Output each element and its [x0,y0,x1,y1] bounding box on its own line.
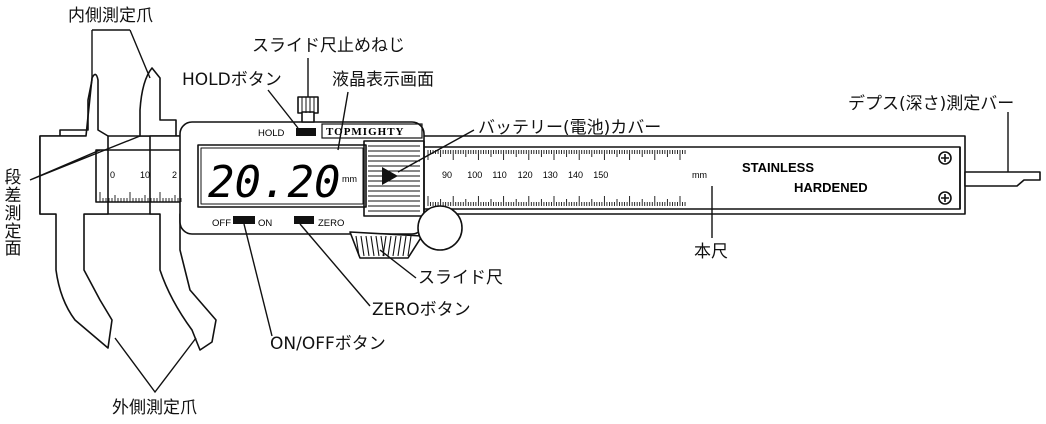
label-onoff-button: ON/OFFボタン [270,334,386,354]
triangle-arrow-icon [382,167,398,185]
label-inner-jaw: 内側測定爪 [68,6,153,26]
label-outer-jaw: 外側測定爪 [112,398,197,418]
leader-inner-jaw [91,29,151,80]
label-battery-cover: バッテリー(電池)カバー [478,118,662,138]
hold-text: HOLD [258,128,285,139]
off-on-button [233,216,255,224]
lock-screw [297,96,319,114]
thumb-knurl-line [375,235,380,257]
off-text: OFF [212,218,231,229]
thumb-knurl-line [407,235,412,257]
scale-num-right: 150 [593,170,608,180]
rivet-bottom [938,191,952,205]
label-lcd: 液晶表示画面 [332,70,434,90]
thumb-knurl-line [402,235,407,257]
thumb-knurl-line [397,235,402,257]
thumb-knurl-line [365,235,370,257]
battery-cover [363,140,425,217]
hold-button [296,128,316,136]
leader-outer-jaw [114,337,197,394]
scale-num-right: 110 [492,170,506,180]
lcd-unit: mm [342,174,357,184]
leader-step [29,135,141,181]
lcd-window [197,144,367,208]
scale-num-right: 100 [467,170,482,180]
lcd-reading: 20.20 [208,157,340,208]
zero-text: ZERO [318,218,344,229]
leader-zero [299,223,371,307]
depth-bar [964,171,1041,187]
stainless-text: STAINLESS [742,160,814,175]
rivet-top [938,151,952,165]
label-hold-button: HOLDボタン [182,70,282,90]
leader-onoff [243,223,273,337]
thumb-knurl-line [360,235,365,257]
brand-text: TOPMIGHTY [326,126,404,138]
leader-hold [267,89,299,129]
scale-num-left-1: 10 [140,170,150,180]
scale-num-right: 120 [518,170,533,180]
label-depth-bar: デプス(深さ)測定バー [848,94,1015,114]
thumb-knurl-line [392,235,397,257]
scale-num-right: 90 [442,170,452,180]
scale-num-right: 140 [568,170,583,180]
leader-lcd [337,91,349,151]
leader-battery [397,129,475,173]
leader-slider [379,249,417,279]
hardened-text: HARDENED [794,180,868,195]
scale-unit: mm [692,170,707,180]
label-main-scale: 本尺 [694,242,728,262]
label-slider: スライド尺 [418,268,503,288]
label-zero-button: ZEROボタン [372,300,471,320]
scale-num-right: 130 [543,170,558,180]
thumb-knurl-line [355,235,360,257]
fixed-jaw [39,73,113,349]
slider-wheel [417,205,463,251]
label-step-face: 段差測定面 [4,168,22,260]
thumb-knurl-line [370,235,375,257]
scale-num-left-0: 0 [110,170,115,180]
label-lock-screw: スライド尺止めねじ [252,36,405,56]
on-text: ON [258,218,272,229]
zero-button [294,216,314,224]
slider-inner-jaw [139,67,177,137]
thumb-knurl-line [387,235,392,257]
scale-num-left-2: 2 [172,170,177,180]
